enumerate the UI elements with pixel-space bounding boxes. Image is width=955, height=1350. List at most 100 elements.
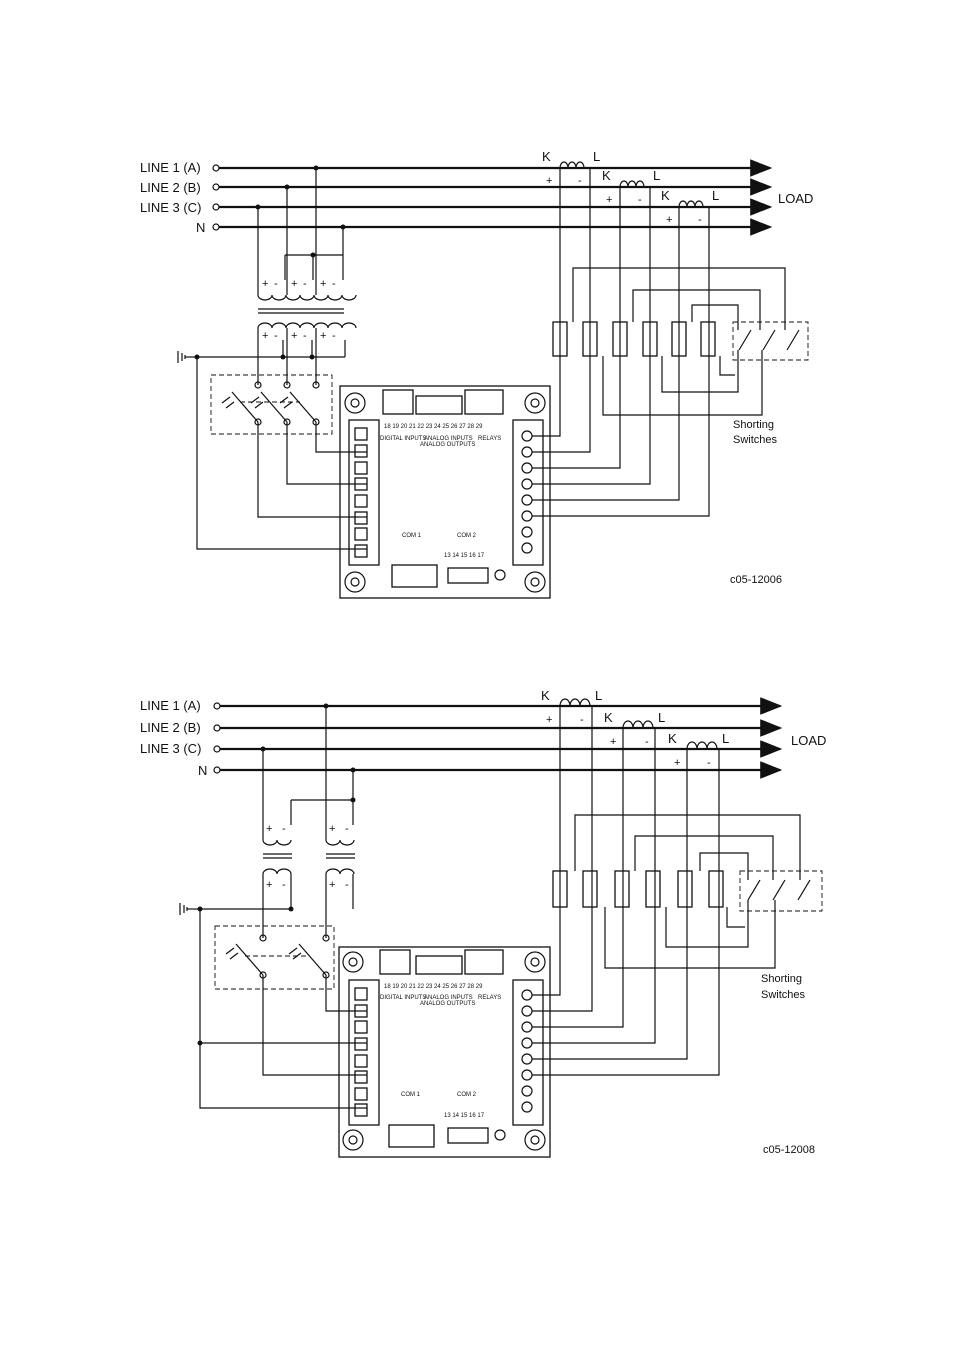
svg-text:-: - — [274, 330, 278, 342]
svg-text:-: - — [345, 823, 349, 835]
svg-text:-: - — [638, 194, 642, 206]
svg-text:RELAYS: RELAYS — [478, 995, 501, 1001]
shorting-label-2b: Switches — [761, 989, 806, 1001]
svg-text:L: L — [722, 731, 729, 746]
svg-text:K: K — [602, 168, 611, 183]
svg-text:+: + — [262, 330, 268, 342]
svg-text:K: K — [661, 188, 670, 203]
diagram-1-code: c05-12006 — [730, 574, 782, 586]
svg-text:-: - — [332, 330, 336, 342]
pt-disconnect-box-2 — [214, 925, 335, 990]
svg-text:K: K — [542, 149, 551, 164]
svg-text:COM 1: COM 1 — [402, 533, 422, 539]
svg-text:ANALOG OUTPUTS: ANALOG OUTPUTS — [420, 442, 475, 448]
svg-text:+: + — [546, 175, 552, 187]
v3-wire — [257, 422, 367, 518]
ct-phase-a-2: K L + - — [541, 688, 602, 726]
svg-text:-: - — [332, 278, 336, 290]
line1-label-2: LINE 1 (A) — [140, 698, 201, 713]
line2-label: LINE 2 (B) — [140, 180, 201, 195]
svg-text:COM 2: COM 2 — [457, 1092, 477, 1098]
svg-text:+: + — [666, 214, 672, 226]
line1-label: LINE 1 (A) — [140, 160, 201, 175]
svg-text:+: + — [291, 330, 297, 342]
meter-unit-2: 18 19 20 21 22 23 24 25 26 27 28 29 DIGI… — [338, 946, 551, 1158]
svg-text:+: + — [320, 278, 326, 290]
ct-phase-b: K L + - — [602, 168, 660, 206]
load-label-2: LOAD — [791, 733, 826, 748]
svg-text:DIGITAL INPUTS: DIGITAL INPUTS — [380, 436, 426, 442]
svg-text:18 19 20 21 22 23 24 25 26: 18 19 20 21 22 23 24 25 26 27 28 29 — [384, 424, 483, 430]
svg-text:ANALOG INPUTS: ANALOG INPUTS — [424, 995, 473, 1001]
pt-switches-2 — [225, 934, 330, 979]
v2-wire — [286, 422, 367, 485]
diagram-2-two-pt: LINE 1 (A) LINE 2 (B) LINE 3 (C) N LOAD … — [140, 688, 826, 1158]
ct-phase-a: K L + - — [542, 149, 600, 187]
svg-text:-: - — [303, 330, 307, 342]
svg-text:+: + — [674, 757, 680, 769]
svg-text:COM 2: COM 2 — [457, 533, 477, 539]
svg-text:L: L — [595, 688, 602, 703]
svg-text:-: - — [698, 214, 702, 226]
ct-phase-b-2: K L + - — [604, 710, 665, 748]
svg-text:+: + — [262, 278, 268, 290]
diagram-2-code: c05-12008 — [763, 1144, 815, 1156]
ct-phase-c-2: K L + - — [668, 731, 729, 769]
svg-text:K: K — [541, 688, 550, 703]
svg-text:13 14 15 16 17: 13 14 15 16 17 — [444, 553, 485, 559]
svg-text:-: - — [707, 757, 711, 769]
svg-text:ANALOG OUTPUTS: ANALOG OUTPUTS — [420, 1001, 475, 1007]
svg-text:-: - — [303, 278, 307, 290]
svg-text:K: K — [604, 710, 613, 725]
svg-text:DIGITAL INPUTS: DIGITAL INPUTS — [380, 995, 426, 1001]
svg-text:18 19 20 21 22 23 24 25 26: 18 19 20 21 22 23 24 25 26 27 28 29 — [384, 984, 483, 990]
load-label: LOAD — [778, 191, 813, 206]
line3-label: LINE 3 (C) — [140, 200, 201, 215]
svg-text:13 14 15 16 17: 13 14 15 16 17 — [444, 1113, 485, 1119]
pt-bank: +- +- +- +- +- +- — [194, 165, 357, 385]
shorting-label-2a: Shorting — [761, 973, 802, 985]
line2-label-2: LINE 2 (B) — [140, 720, 201, 735]
svg-text:+: + — [266, 823, 272, 835]
svg-text:+: + — [546, 714, 552, 726]
ground-icon-2 — [179, 903, 200, 915]
svg-text:L: L — [593, 149, 600, 164]
vn-wire — [196, 357, 367, 550]
neutral-label-2: N — [198, 763, 207, 778]
svg-text:+: + — [606, 194, 612, 206]
svg-text:+: + — [320, 330, 326, 342]
ct-phase-c: K L + - — [661, 188, 719, 226]
pt-bank-2: +- +- +- +- — [197, 703, 356, 938]
svg-text:-: - — [282, 879, 286, 891]
neutral-label: N — [196, 220, 205, 235]
diagram-1-three-pt: LINE 1 (A) LINE 2 (B) LINE 3 (C) N LOAD … — [140, 149, 813, 599]
svg-text:K: K — [668, 731, 677, 746]
pt-switches — [221, 381, 320, 426]
svg-text:-: - — [645, 736, 649, 748]
shorting-block — [552, 321, 809, 361]
svg-text:-: - — [274, 278, 278, 290]
svg-text:COM 1: COM 1 — [401, 1092, 421, 1098]
shorting-label-1: Shorting — [733, 419, 774, 431]
svg-text:+: + — [610, 736, 616, 748]
svg-text:+: + — [291, 278, 297, 290]
svg-text:L: L — [658, 710, 665, 725]
svg-text:-: - — [282, 823, 286, 835]
svg-text:L: L — [653, 168, 660, 183]
line3-label-2: LINE 3 (C) — [140, 741, 201, 756]
svg-text:+: + — [329, 879, 335, 891]
svg-text:+: + — [266, 879, 272, 891]
svg-text:RELAYS: RELAYS — [478, 436, 501, 442]
v1-wire — [315, 422, 367, 453]
svg-text:-: - — [580, 714, 584, 726]
shorting-label-2: Switches — [733, 434, 778, 446]
svg-text:-: - — [578, 175, 582, 187]
svg-text:+: + — [329, 823, 335, 835]
meter-unit: 18 19 20 21 22 23 24 25 26 27 28 29 DIGI… — [339, 385, 551, 599]
svg-text:ANALOG INPUTS: ANALOG INPUTS — [424, 436, 473, 442]
svg-text:-: - — [345, 879, 349, 891]
svg-text:L: L — [712, 188, 719, 203]
ground-icon — [177, 351, 197, 363]
